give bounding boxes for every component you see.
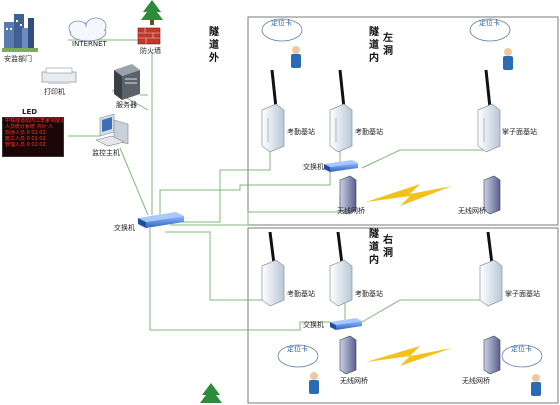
right-bridge2-label: 无线网桥: [462, 377, 490, 385]
base-station-icon: [477, 69, 501, 153]
card-label: 定位卡: [271, 19, 292, 27]
card-cloud-icon: [261, 18, 303, 42]
right-base1-label: 考勤基站: [287, 290, 315, 298]
worker-icon: [503, 48, 513, 70]
card-label: 定位卡: [479, 19, 500, 27]
left-hole-label: 左 洞: [383, 33, 393, 57]
led-label: LED: [22, 108, 38, 116]
card-label: 定位卡: [287, 345, 308, 353]
wireless-bridge-icon: [483, 335, 501, 375]
firewall-label: 防火墙: [140, 47, 161, 55]
printer-label: 打印机: [44, 88, 65, 96]
led-row: 现场人员 0 01 02: [5, 130, 46, 136]
base-station-icon: [329, 69, 353, 153]
monitor-host-icon: [95, 113, 129, 147]
tree-icon: [141, 0, 163, 25]
right-hole-label: 右 洞: [383, 235, 393, 259]
worker-icon: [309, 372, 319, 394]
monitor-label: 监控主机: [92, 149, 120, 157]
left-base2-label: 考勤基站: [355, 128, 383, 136]
led-row: 管理人员 0 01 02: [5, 142, 46, 148]
gov-building-icon: [2, 14, 38, 52]
main-switch-label: 交换机: [114, 224, 135, 232]
led-display: 中铁隧道局内江李家坝隧道 人员统计系统 共计 人 现场人员 0 01 02 施工…: [2, 117, 64, 157]
base-station-icon: [479, 231, 503, 307]
internet-cloud-icon: [68, 17, 107, 42]
left-bridge2-label: 无线网桥: [458, 207, 486, 215]
left-switch-label: 交换机: [303, 163, 324, 171]
left-bridge1-label: 无线网桥: [337, 207, 365, 215]
card-label: 定位卡: [511, 345, 532, 353]
card-cloud-icon: [469, 18, 511, 42]
worker-icon: [291, 46, 301, 68]
firewall-icon: [137, 27, 161, 45]
base-station-icon: [261, 231, 285, 307]
tunnel-right-frame: [247, 227, 559, 404]
card-cloud-icon: [501, 344, 543, 368]
right-switch-icon: [330, 318, 362, 330]
led-row: 施工人员 0 01 02: [5, 136, 46, 142]
tree-icon: [200, 383, 222, 403]
right-bridge1-label: 无线网桥: [340, 377, 368, 385]
left-switch-icon: [324, 160, 358, 172]
main-switch-icon: [138, 212, 184, 228]
right-face-label: 掌子面基站: [505, 290, 540, 298]
inside-top-label: 隧 道 内: [369, 27, 379, 64]
right-base2-label: 考勤基站: [355, 290, 383, 298]
led-row: 人员统计系统 共计 人: [5, 124, 54, 130]
wireless-bridge-icon: [339, 335, 357, 375]
base-station-icon: [329, 231, 353, 307]
printer-icon: [41, 67, 77, 84]
right-switch-label: 交换机: [303, 321, 324, 329]
left-face-label: 掌子面基站: [502, 128, 537, 136]
inside-bottom-label: 隧 道 内: [369, 229, 379, 266]
card-cloud-icon: [277, 344, 319, 368]
base-station-icon: [261, 69, 285, 153]
gov-dept-label: 安监部门: [4, 55, 32, 63]
wireless-bridge-icon: [339, 175, 357, 215]
server-icon: [114, 64, 140, 100]
tunnel-left-frame: [247, 16, 559, 226]
led-row: 中铁隧道局内江李家坝隧道: [5, 118, 63, 124]
wireless-link-bolt-icon: [366, 346, 452, 366]
wireless-bridge-icon: [483, 175, 501, 215]
worker-icon: [531, 374, 541, 396]
outside-label: 隧 道 外: [209, 27, 219, 64]
server-label: 服务器: [116, 101, 137, 109]
internet-label: INTERNET: [72, 40, 107, 48]
wireless-link-bolt-icon: [366, 184, 452, 206]
left-base1-label: 考勤基站: [287, 128, 315, 136]
